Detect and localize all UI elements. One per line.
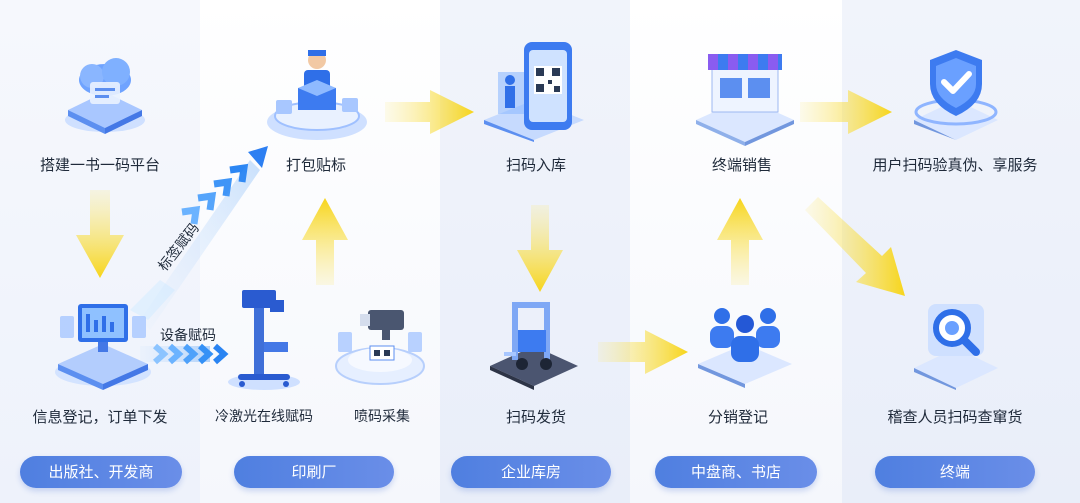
- arrow-label-code: [130, 146, 268, 330]
- stage-dealer: 中盘商、书店: [655, 456, 817, 488]
- magnifier-icon: [914, 304, 998, 390]
- node-platform: 搭建一书一码平台: [39, 156, 161, 174]
- node-laser: 冷激光在线赋码: [215, 409, 313, 425]
- node-distribution: 分销登记: [707, 408, 769, 426]
- packing-worker-icon: [267, 50, 367, 140]
- stage-publisher: 出版社、开发商: [20, 456, 182, 488]
- phone-qr-icon: [484, 42, 584, 142]
- node-terminal-sale: 终端销售: [711, 156, 773, 174]
- arrow-inkjet-to-pack: [302, 198, 348, 285]
- node-register: 信息登记，订单下发: [32, 408, 168, 426]
- people-group-icon: [698, 308, 792, 388]
- inkjet-printer-icon: [335, 310, 425, 385]
- monitor-terminal-icon: [55, 304, 151, 390]
- forklift-icon: [490, 302, 578, 390]
- node-inkjet: 喷码采集: [354, 409, 410, 425]
- arrow-platform-to-register: [76, 190, 124, 278]
- laser-machine-icon: [228, 290, 300, 390]
- arrow-device-code: [140, 343, 229, 365]
- stage-terminal: 终端: [875, 456, 1035, 488]
- node-scan-ship: 扫码发货: [505, 408, 567, 426]
- arrow-sale-to-user: [800, 90, 892, 134]
- node-user-verify: 用户扫码验真伪、享服务: [872, 156, 1038, 174]
- arrow-pack-to-scanin: [385, 90, 474, 134]
- stage-printer: 印刷厂: [234, 456, 394, 488]
- store-icon: [696, 54, 794, 146]
- stage-warehouse: 企业库房: [451, 456, 611, 488]
- node-inspector: 稽查人员扫码查窜货: [887, 408, 1023, 426]
- arrow-sale-to-inspector: [805, 197, 905, 296]
- arrow-ship-to-distribution: [598, 330, 688, 374]
- arrow-distribution-to-sale: [717, 198, 763, 285]
- shield-check-icon: [914, 50, 998, 140]
- cloud-server-icon: [65, 58, 145, 134]
- arrow-scanin-to-ship: [517, 205, 563, 292]
- device-code-text: 设备赋码: [160, 327, 216, 344]
- node-pack: 打包贴标: [285, 156, 347, 174]
- node-scan-in: 扫码入库: [505, 156, 567, 174]
